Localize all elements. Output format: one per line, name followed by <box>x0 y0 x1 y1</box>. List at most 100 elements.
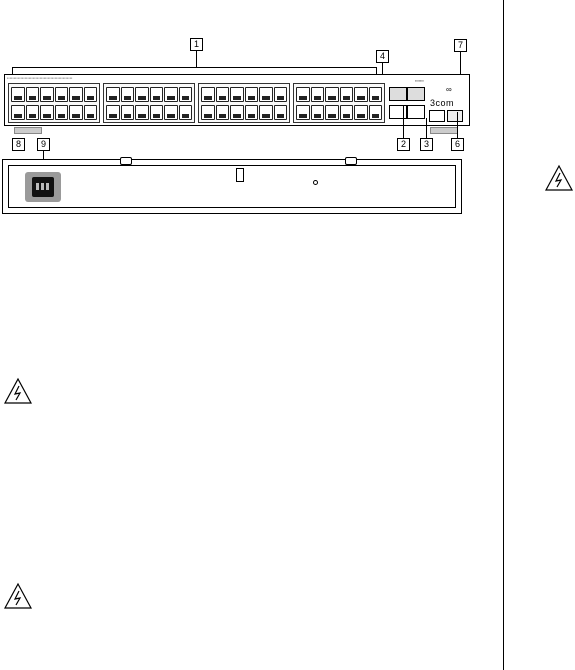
rj45-port <box>310 105 324 120</box>
callout-1-bracket-left <box>12 67 13 75</box>
rj45-port <box>273 87 287 102</box>
rj45-port <box>106 87 120 102</box>
rear-tab <box>120 157 132 165</box>
rj45-port <box>135 87 149 102</box>
rj45-port <box>296 105 310 120</box>
rj45-port <box>25 105 39 120</box>
rj45-port <box>230 105 244 120</box>
port-row-top <box>296 87 382 102</box>
port-label-strip: ▪▪▪▪▪▪▪▪▪▪▪▪▪▪▪▪▪▪▪▪▪▪▪▪▪▪▪▪▪▪▪▪▪▪▪▪▪▪▪▪… <box>7 76 73 80</box>
callout-3: 3 <box>420 138 433 151</box>
rj45-port <box>25 87 39 102</box>
port-row-top <box>11 87 97 102</box>
callout-1-bracket <box>12 67 377 68</box>
rj45-port <box>325 105 339 120</box>
port-group-4 <box>293 83 385 123</box>
rj45-port <box>259 87 273 102</box>
callout-6-leader <box>457 112 458 138</box>
rj45-port <box>230 87 244 102</box>
callout-6: 6 <box>451 138 464 151</box>
rj45-port <box>83 105 97 120</box>
callout-1-leader <box>196 51 197 67</box>
rj45-port <box>296 87 310 102</box>
switch-rear-panel <box>2 157 462 214</box>
power-inlet <box>25 172 61 202</box>
high-voltage-warning-icon <box>3 377 33 404</box>
callout-2: 2 <box>397 138 410 151</box>
callout-7-leader <box>460 52 461 94</box>
callout-1-bracket-right <box>376 67 377 75</box>
switch-front-panel: ▪▪▪▪▪▪▪▪▪▪▪▪▪▪▪▪▪▪▪▪▪▪▪▪▪▪▪▪▪▪▪▪▪▪▪▪▪▪▪▪… <box>4 74 470 126</box>
rj45-port <box>11 87 25 102</box>
uplink-port <box>389 105 407 119</box>
status-led-block <box>447 110 463 122</box>
rj45-port <box>273 105 287 120</box>
callout-4: 4 <box>376 50 389 63</box>
label-card-slot <box>14 127 42 134</box>
port-group-1 <box>8 83 100 123</box>
callout-3-leader <box>426 118 427 138</box>
rj45-port <box>178 87 192 102</box>
brand-logo: 3com <box>430 98 455 108</box>
rj45-port <box>368 105 382 120</box>
rj45-port <box>69 87 83 102</box>
rj45-port <box>368 87 382 102</box>
high-voltage-warning-icon <box>3 582 33 609</box>
rj45-port <box>54 105 68 120</box>
rj45-port <box>83 87 97 102</box>
callout-9: 9 <box>37 138 50 151</box>
port-group-2 <box>103 83 195 123</box>
rj45-port <box>164 87 178 102</box>
callout-4-leader <box>382 63 383 83</box>
callout-7: 7 <box>454 39 467 52</box>
rj45-port <box>149 105 163 120</box>
rj45-port <box>339 87 353 102</box>
rj45-port <box>244 87 258 102</box>
callout-8: 8 <box>12 138 25 151</box>
rj45-port <box>339 105 353 120</box>
rj45-port <box>259 105 273 120</box>
uplink-port <box>407 105 425 119</box>
sfp-slot <box>407 87 425 101</box>
rj45-port <box>69 105 83 120</box>
callout-2-leader <box>403 105 404 138</box>
rj45-port <box>354 87 368 102</box>
sfp-slot <box>389 87 407 101</box>
rj45-port <box>120 87 134 102</box>
rj45-port <box>40 105 54 120</box>
rj45-port <box>54 87 68 102</box>
port-row-bottom <box>201 105 287 120</box>
rj45-port <box>164 105 178 120</box>
fan-icon: ∞ <box>446 85 452 94</box>
rj45-port <box>215 105 229 120</box>
port-row-bottom <box>106 105 192 120</box>
rj45-port <box>201 105 215 120</box>
rj45-port <box>244 105 258 120</box>
high-voltage-warning-icon <box>544 164 574 191</box>
rear-tab <box>345 157 357 165</box>
model-strip: ▪▪▪▪▪▪▪ <box>415 79 424 83</box>
rj45-port <box>120 105 134 120</box>
rj45-port <box>178 105 192 120</box>
iec-power-inlet-icon <box>32 177 54 197</box>
console-port <box>429 110 445 122</box>
rj45-port <box>149 87 163 102</box>
rj45-port <box>215 87 229 102</box>
port-row-top <box>201 87 287 102</box>
rj45-port <box>135 105 149 120</box>
rj45-port <box>106 105 120 120</box>
rear-panel-face <box>8 165 456 208</box>
rj45-port <box>40 87 54 102</box>
rj45-port <box>310 87 324 102</box>
rj45-port <box>354 105 368 120</box>
rear-slot <box>236 168 244 182</box>
port-group-3 <box>198 83 290 123</box>
rj45-port <box>11 105 25 120</box>
rear-screw <box>313 180 318 185</box>
rj45-port <box>325 87 339 102</box>
margin-rule <box>503 0 504 670</box>
callout-1: 1 <box>190 38 203 51</box>
port-row-bottom <box>11 105 97 120</box>
port-row-bottom <box>296 105 382 120</box>
